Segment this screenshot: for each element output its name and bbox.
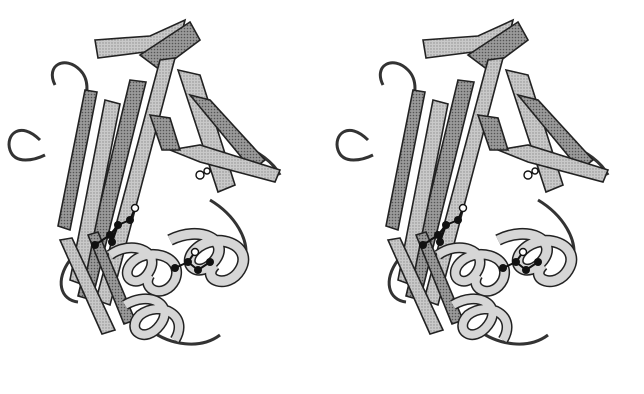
right-stereo-view (337, 20, 608, 344)
left-stereo-view (9, 20, 280, 344)
